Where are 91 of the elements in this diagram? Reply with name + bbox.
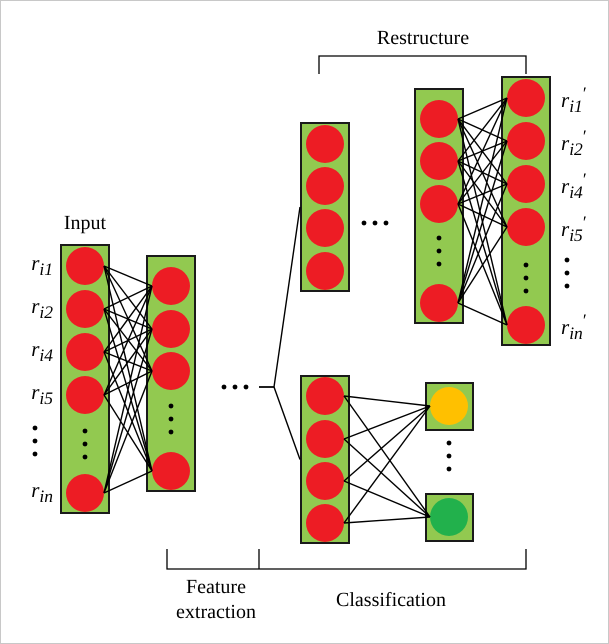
connection-line	[103, 370, 153, 494]
neuron-circle	[66, 376, 104, 414]
neuron-circle	[507, 306, 545, 344]
connection-line	[457, 118, 508, 228]
layer-bar	[414, 88, 464, 324]
layer-bar	[300, 375, 350, 544]
connection-line	[103, 308, 153, 472]
connection-line	[344, 516, 430, 524]
neuron-circle	[430, 498, 468, 536]
neuron-circle	[306, 504, 344, 542]
connection-line	[103, 286, 153, 494]
connection-line	[458, 183, 508, 205]
output-unit-box	[425, 382, 474, 431]
connection-line	[457, 118, 508, 184]
neuron-circle	[152, 352, 190, 390]
neuron-circle	[306, 462, 344, 500]
connection-line	[104, 308, 152, 330]
connection-line	[104, 351, 152, 372]
connection-line	[458, 140, 508, 162]
connection-line	[458, 97, 508, 120]
neuron-label: r$_{i4}$	[31, 338, 53, 366]
neuron-circle	[66, 474, 104, 512]
output-unit-box	[425, 493, 474, 542]
connection-line	[103, 352, 153, 472]
connection-line	[457, 184, 508, 304]
section-label: Feature extraction	[175, 575, 257, 625]
connection-line	[104, 370, 152, 396]
neuron-circle	[507, 122, 545, 160]
connection-line	[103, 394, 153, 472]
connection-line	[344, 395, 430, 407]
connection-line	[103, 308, 153, 372]
neuron-circle	[430, 387, 468, 425]
connection-line	[104, 265, 152, 287]
neuron-circle	[420, 284, 458, 322]
neuron-circle	[152, 452, 190, 490]
section-label: Restructure	[376, 27, 470, 49]
connection-line	[457, 98, 508, 162]
neuron-label: r$_{i2}$	[31, 295, 53, 322]
connection-line	[104, 285, 152, 310]
neuron-circle	[306, 167, 344, 205]
neuron-circle	[66, 290, 104, 328]
connection-line	[458, 203, 508, 228]
connection-line	[103, 328, 153, 396]
section-label: Classification	[336, 589, 446, 611]
connection-line	[344, 438, 430, 518]
connection-line	[104, 470, 152, 494]
connection-line	[458, 302, 508, 326]
connection-line	[458, 160, 508, 185]
neuron-circle	[420, 142, 458, 180]
connection-line	[457, 140, 508, 304]
neuron-circle	[306, 377, 344, 415]
connection-line	[259, 386, 301, 460]
neuron-circle	[66, 333, 104, 371]
connection-line	[457, 118, 508, 326]
connection-line	[458, 118, 508, 142]
neuron-label: r$_{i5}$	[31, 381, 53, 408]
connection-line	[103, 286, 153, 352]
neuron-circle	[306, 209, 344, 247]
connection-line	[457, 226, 508, 304]
neuron-circle	[507, 79, 545, 117]
connection-line	[457, 140, 508, 204]
neuron-label: r$_{i1}$	[31, 252, 53, 280]
layer-heading: Input	[64, 212, 106, 234]
connection-line	[457, 160, 508, 326]
neuron-circle	[306, 125, 344, 163]
layer-bar	[501, 76, 551, 346]
neuron-circle	[152, 267, 190, 305]
connection-line	[457, 98, 508, 304]
connection-line	[103, 266, 153, 372]
neuron-circle	[420, 100, 458, 138]
connection-line	[103, 286, 153, 396]
connection-line	[457, 160, 508, 228]
connection-line	[104, 328, 152, 353]
neuron-circle	[152, 310, 190, 348]
neuron-label: r$_{in}$	[31, 479, 53, 506]
layer-bar	[300, 122, 350, 292]
connection-line	[103, 266, 153, 330]
connection-line	[344, 405, 430, 482]
layer-bar	[146, 255, 196, 492]
neuron-circle	[66, 247, 104, 285]
neuron-circle	[306, 252, 344, 290]
neuron-circle	[420, 185, 458, 223]
connection-line	[344, 405, 430, 440]
connection-line	[103, 328, 153, 494]
neuron-circle	[507, 208, 545, 246]
connection-line	[457, 204, 508, 326]
connection-line	[344, 480, 430, 518]
connection-line	[103, 266, 153, 472]
connection-line	[457, 98, 508, 204]
neuron-circle	[507, 165, 545, 203]
neuron-circle	[306, 420, 344, 458]
